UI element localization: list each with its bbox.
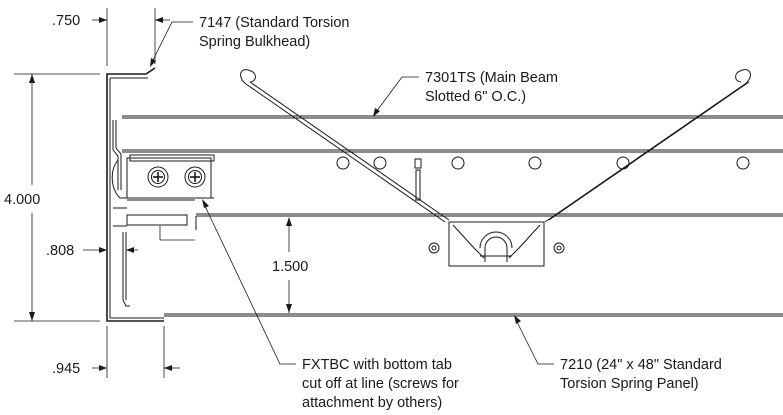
dim-tab-height-label: .808: [46, 243, 74, 259]
spring-bracket: [448, 221, 545, 267]
dim-panel-gap-label: 1.500: [272, 259, 308, 275]
dimension-overall-height: 4.000: [4, 73, 100, 322]
callout-bulkhead-line1: 7147 (Standard Torsion: [199, 15, 349, 31]
callout-fxtbc-line1: FXTBC with bottom tab: [302, 357, 452, 373]
callout-bulkhead-line2: Spring Bulkhead): [199, 34, 310, 50]
dimension-tab-height: .808: [46, 243, 138, 259]
callout-fxtbc-line3: attachment by others): [302, 395, 442, 411]
callout-beam-line2: Slotted 6" O.C.): [425, 89, 526, 105]
callout-panel-line1: 7210 (24" x 48" Standard: [560, 357, 722, 373]
spring-panel: [164, 216, 783, 317]
callout-main-beam: 7301TS (Main Beam Slotted 6" O.C.): [373, 70, 558, 117]
callout-panel: 7210 (24" x 48" Standard Torsion Spring …: [514, 315, 722, 392]
callout-panel-line2: Torsion Spring Panel): [560, 376, 699, 392]
dim-bottom-width-label: .945: [52, 361, 80, 377]
fxtbc-bracket: [111, 154, 215, 241]
bulkhead-profile: [106, 67, 164, 322]
callout-fxtbc-line2: cut off at line (screws for: [302, 376, 459, 392]
callout-beam-line1: 7301TS (Main Beam: [425, 70, 558, 86]
screw-icon: [184, 166, 206, 188]
dim-top-width-label: .750: [52, 13, 80, 29]
screw-icon: [147, 166, 169, 188]
dimension-panel-gap: 1.500: [272, 217, 308, 313]
dimension-top-width: .750: [52, 8, 170, 66]
dimension-bottom-width: .945: [52, 326, 180, 378]
dim-overall-height-label: 4.000: [4, 192, 40, 208]
callout-bulkhead: 7147 (Standard Torsion Spring Bulkhead): [150, 15, 349, 67]
torsion-springs: [240, 69, 751, 223]
callout-fxtbc: FXTBC with bottom tab cut off at line (s…: [202, 199, 459, 411]
main-beam: [122, 115, 783, 217]
